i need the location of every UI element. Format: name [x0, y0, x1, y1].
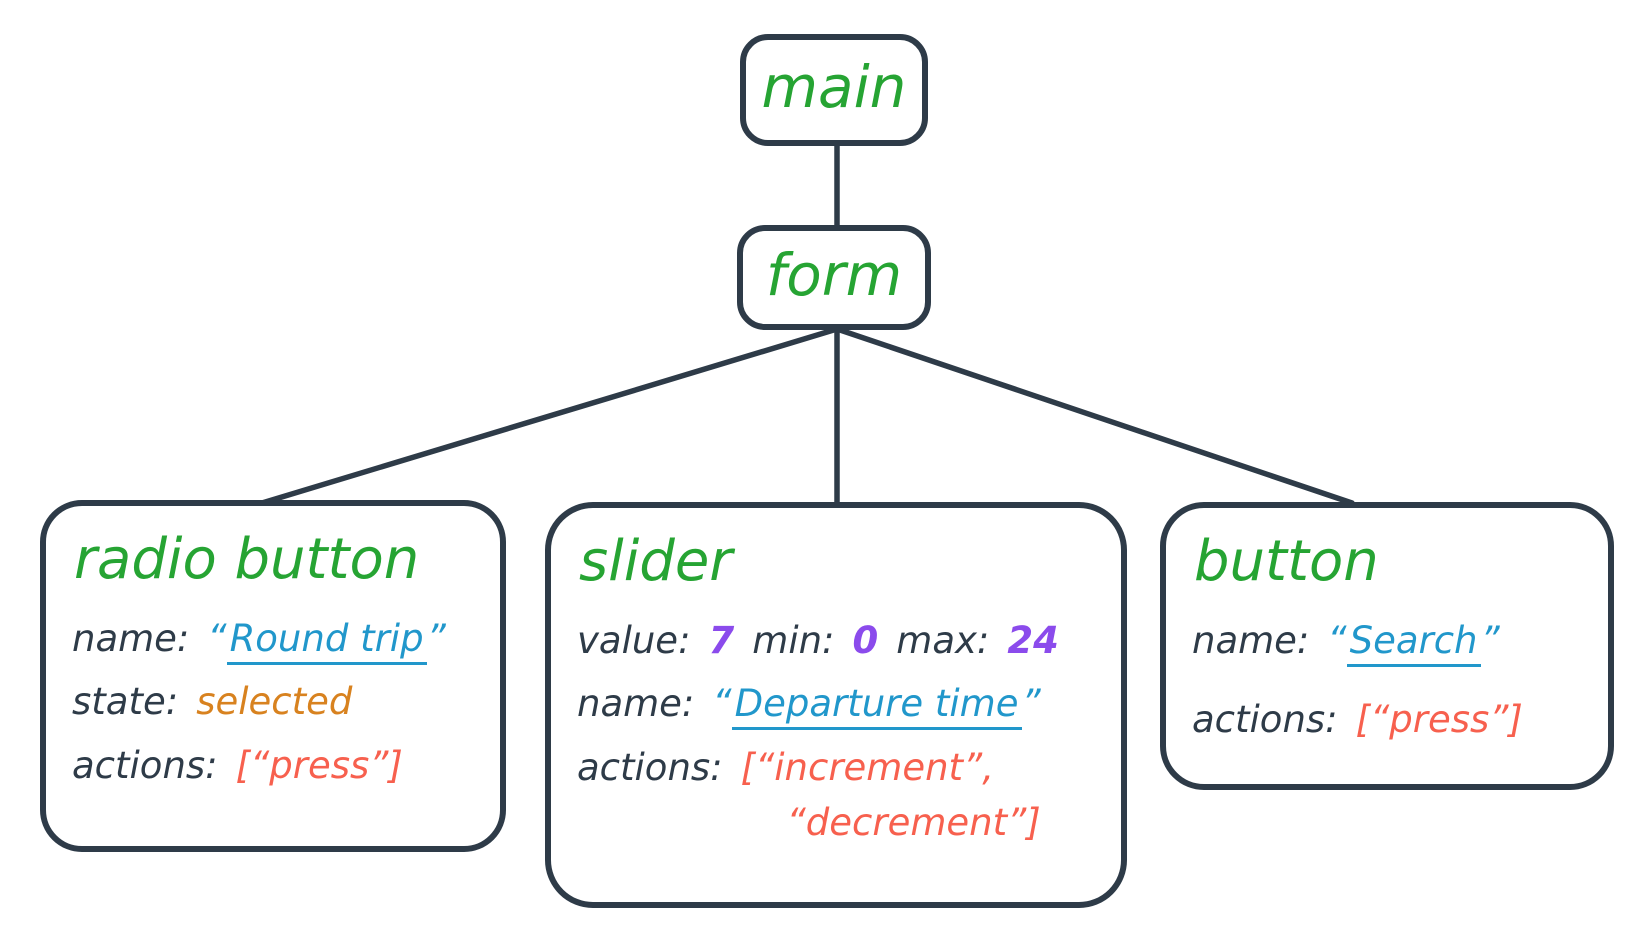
slider-actions-row: actions: [“increment”, “decrement”] — [577, 740, 1097, 851]
close-quote: ” — [426, 616, 446, 660]
node-main: main — [740, 34, 928, 146]
slider-name-value: “Departure time” — [712, 676, 1041, 732]
actions-label: actions: — [72, 743, 218, 787]
button-name-value: “Search” — [1327, 613, 1500, 669]
actions-label: actions: — [1192, 698, 1338, 742]
slider-name-text: Departure time — [731, 682, 1022, 731]
radio-actions-value: [“press”] — [235, 743, 403, 787]
open-quote: “ — [712, 682, 732, 726]
slider-value: 7 — [708, 618, 735, 662]
actions-label: actions: — [577, 745, 723, 789]
node-button-title: button — [1194, 529, 1379, 594]
edge-form-to-button — [834, 326, 1355, 506]
slider-name-row: name: “Departure time” — [577, 676, 1097, 732]
slider-value-row: value: 7 min: 0 max: 24 — [577, 613, 1097, 669]
slider-min: 0 — [852, 618, 879, 662]
close-quote: ” — [1021, 682, 1041, 726]
min-label: min: — [752, 618, 835, 662]
open-quote: “ — [207, 616, 227, 660]
radio-state-row: state: selected — [72, 674, 476, 730]
button-name-text: Search — [1346, 618, 1481, 667]
radio-name-row: name: “Round trip” — [72, 611, 476, 667]
open-quote: “ — [1327, 618, 1347, 662]
max-label: max: — [896, 618, 990, 662]
button-name-row: name: “Search” — [1192, 613, 1584, 669]
slider-actions-value: [“increment”, “decrement”] — [741, 740, 1041, 851]
node-radio-button: radio button name: “Round trip” state: s… — [40, 500, 506, 852]
node-form: form — [737, 225, 931, 330]
slider-actions-line2: “decrement”] — [786, 801, 1041, 845]
radio-name-text: Round trip — [226, 616, 427, 665]
node-slider-title: slider — [579, 529, 733, 594]
slider-max: 24 — [1007, 618, 1059, 662]
node-radio-button-title: radio button — [74, 527, 420, 592]
edge-form-to-radio-button — [259, 326, 840, 506]
state-label: state: — [72, 680, 179, 724]
node-button: button name: “Search” actions: [“press”] — [1160, 502, 1614, 790]
node-main-title: main — [761, 53, 907, 121]
radio-actions-row: actions: [“press”] — [72, 738, 476, 794]
slider-actions-line1: [“increment”, — [740, 745, 994, 789]
name-label: name: — [1192, 618, 1310, 662]
close-quote: ” — [1480, 618, 1500, 662]
node-slider: slider value: 7 min: 0 max: 24 name: “De… — [545, 502, 1127, 908]
value-label: value: — [577, 618, 691, 662]
radio-name-value: “Round trip” — [207, 611, 446, 667]
node-form-title: form — [765, 240, 903, 309]
name-label: name: — [577, 682, 695, 726]
button-actions-value: [“press”] — [1355, 698, 1523, 742]
name-label: name: — [72, 616, 190, 660]
radio-state-value: selected — [196, 680, 353, 724]
button-actions-row: actions: [“press”] — [1192, 692, 1584, 748]
